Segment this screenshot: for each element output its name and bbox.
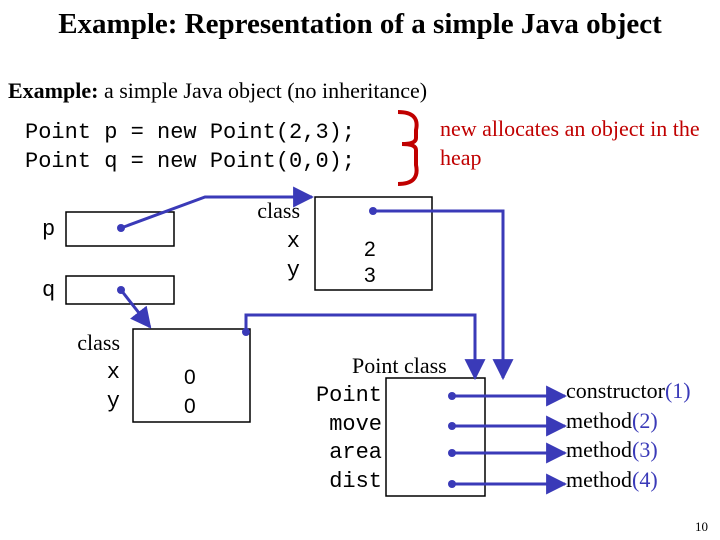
allocation-note: new allocates an object in the heap <box>440 116 700 170</box>
constructor-dot <box>448 392 456 400</box>
code-brace <box>397 110 419 186</box>
p-to-object-arrow <box>120 186 315 230</box>
variable-q-box <box>65 275 175 305</box>
object-p-box <box>314 196 433 291</box>
object-p-x-value: 2 <box>364 238 376 261</box>
point-class-heading: Point class <box>352 353 447 378</box>
object-q-class-label: class <box>77 330 120 355</box>
slide-title: Example: Representation of a simple Java… <box>58 8 662 40</box>
object-q-class-dot <box>242 328 250 336</box>
object-q-x-label: x <box>106 360 120 385</box>
point-class-entry: move <box>329 412 382 437</box>
q-to-object-arrow <box>119 289 152 329</box>
method-label: method(2) <box>566 408 658 434</box>
method-label: constructor(1) <box>566 378 691 404</box>
point-class-entry: area <box>329 440 382 465</box>
method-number: (2) <box>632 408 658 433</box>
subtitle-bold: Example: <box>8 78 99 103</box>
code-line-2: Point q = new Point(0,0); <box>25 149 356 174</box>
variable-q-label: q <box>42 278 56 303</box>
point-class-entry: dist <box>329 469 382 494</box>
method4-dot <box>448 480 456 488</box>
point-class-box <box>385 377 486 497</box>
page-number: 10 <box>695 519 708 534</box>
object-q-x-value: 0 <box>184 366 196 389</box>
subtitle-rest: a simple Java object (no inheritance) <box>98 78 428 103</box>
code-line-1: Point p = new Point(2,3); <box>25 120 356 145</box>
slide-subtitle: Example: a simple Java object (no inheri… <box>8 78 427 104</box>
object-p-class-label: class <box>257 198 300 223</box>
method-name: method <box>566 408 632 433</box>
method-label: method(4) <box>566 467 658 493</box>
point-class-entry: Point <box>315 383 382 408</box>
method-name: constructor <box>566 378 665 403</box>
method-name: method <box>566 467 632 492</box>
method-name: method <box>566 437 632 462</box>
object-q-box <box>132 328 251 423</box>
object-q-class-arrow <box>244 313 486 381</box>
object-p-class-arrow <box>373 209 514 381</box>
object-p-y-value: 3 <box>364 264 376 287</box>
method3-dot <box>448 449 456 457</box>
method-number: (4) <box>632 467 658 492</box>
method2-dot <box>448 422 456 430</box>
object-p-y-label: y <box>286 258 300 283</box>
q-pointer-dot <box>117 286 125 294</box>
method-label: method(3) <box>566 437 658 463</box>
object-q-y-label: y <box>106 389 120 414</box>
object-p-x-label: x <box>286 229 300 254</box>
variable-p-box <box>65 211 175 247</box>
object-q-y-value: 0 <box>184 395 196 418</box>
object-p-class-dot <box>369 207 377 215</box>
p-pointer-dot <box>117 224 125 232</box>
method-number: (1) <box>664 378 691 403</box>
method-number: (3) <box>632 437 658 462</box>
variable-p-label: p <box>42 217 56 242</box>
